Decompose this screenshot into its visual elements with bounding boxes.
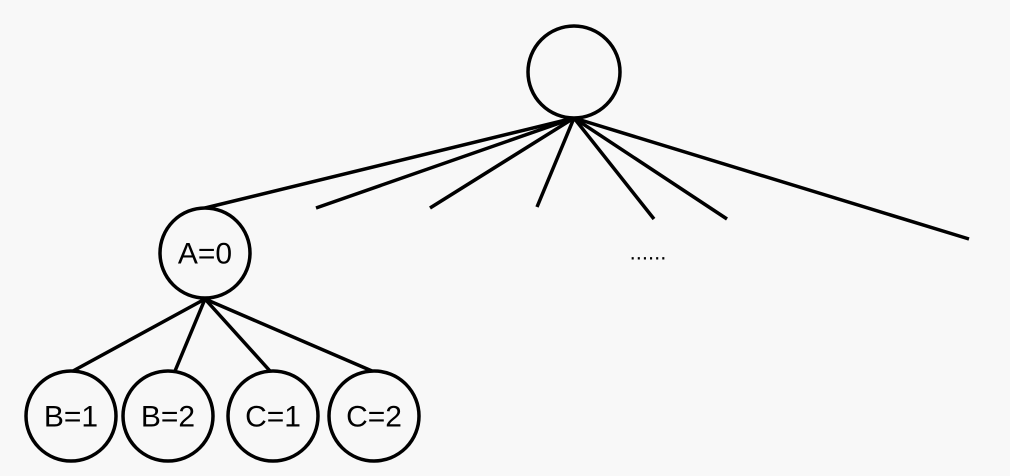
edge-root-branch-6: [573, 116, 728, 221]
node-c2-label: C=2: [346, 401, 402, 434]
ellipsis-label: ......: [630, 240, 667, 265]
node-c1: [226, 369, 320, 463]
edge-root-branch-2: [315, 116, 575, 210]
node-b1-label: B=1: [44, 401, 98, 434]
node-c2: [327, 369, 421, 463]
node-b2: [121, 369, 215, 463]
node-a: [158, 206, 252, 300]
edge-a-b1: [72, 297, 206, 373]
node-c1-label: C=1: [245, 401, 301, 434]
edge-root-branch-7: [573, 116, 970, 241]
edge-root-branch-3: [429, 116, 575, 210]
edge-root-branch-5: [572, 116, 656, 221]
edge-a-b2: [173, 298, 207, 372]
edge-a-c1: [203, 297, 272, 373]
node-a-label: A=0: [178, 238, 232, 271]
root-node: [526, 24, 622, 120]
edge-root-a: [204, 116, 575, 210]
node-b1: [24, 369, 118, 463]
edge-root-branch-4: [535, 117, 576, 208]
edge-a-c2: [204, 297, 373, 373]
node-b2-label: B=2: [141, 401, 195, 434]
